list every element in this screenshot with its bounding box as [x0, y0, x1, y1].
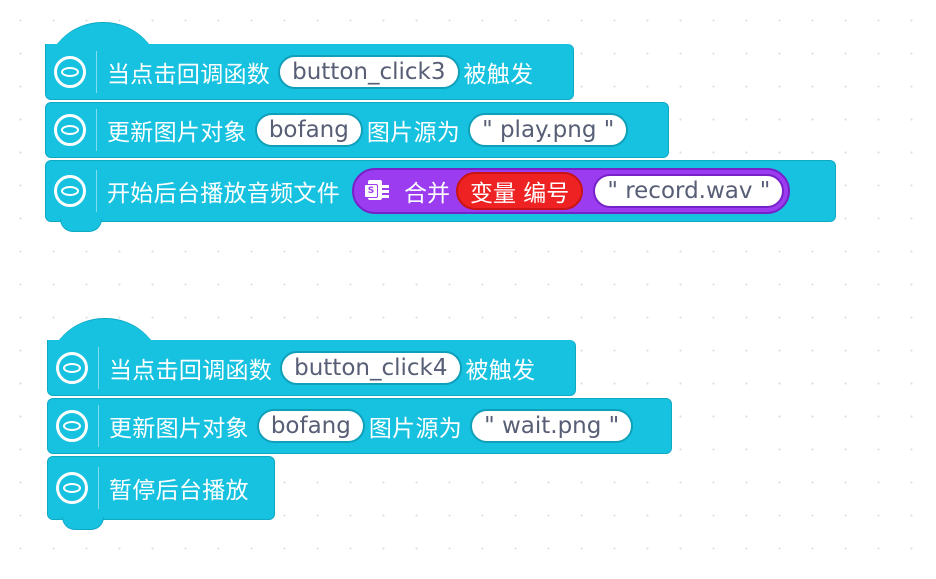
- control-category-icon: [54, 175, 86, 207]
- block-suffix: 被触发: [463, 61, 534, 88]
- block-label: 开始后台播放音频文件: [107, 181, 340, 207]
- block-label: 暂停后台播放: [109, 478, 249, 504]
- block-label: 更新图片对象: [107, 120, 247, 146]
- image-source-field[interactable]: " play.png ": [468, 113, 629, 147]
- update-image-block[interactable]: 更新图片对象 bofang 图片源为 " wait.png ": [47, 398, 672, 454]
- block-suffix: 被触发: [465, 357, 536, 384]
- when-callback-block[interactable]: 当点击回调函数 button_click3 被触发: [45, 44, 574, 100]
- variable-reporter[interactable]: 变量 编号: [456, 172, 584, 210]
- text-join-icon: S: [364, 179, 390, 203]
- block-mid-label: 图片源为: [368, 416, 463, 442]
- callback-name-field[interactable]: button_click4: [280, 350, 462, 385]
- separator: [98, 405, 99, 447]
- script-button-click4[interactable]: 当点击回调函数 button_click4 被触发 更新图片对象 bofang …: [47, 318, 672, 530]
- separator: [98, 346, 99, 389]
- block-notch: [60, 219, 102, 232]
- control-category-icon: [56, 472, 88, 504]
- join-reporter[interactable]: S 合并 变量 编号 " record.wav ": [352, 168, 791, 214]
- separator: [96, 109, 97, 151]
- separator: [96, 170, 97, 212]
- image-source-field[interactable]: " wait.png ": [470, 409, 634, 443]
- image-object-field[interactable]: bofang: [254, 113, 363, 147]
- block-label: 当点击回调函数: [109, 357, 273, 384]
- callback-name-field[interactable]: button_click3: [278, 54, 460, 89]
- control-category-icon: [54, 114, 86, 146]
- separator: [98, 467, 99, 509]
- separator: [96, 50, 97, 93]
- join-label: 合并: [404, 181, 450, 207]
- audio-file-field[interactable]: " record.wav ": [593, 174, 785, 208]
- control-category-icon: [54, 55, 86, 88]
- play-audio-block[interactable]: 开始后台播放音频文件 S 合并 变量 编号 " record.wav ": [45, 160, 836, 232]
- block-notch: [62, 517, 104, 530]
- update-image-block[interactable]: 更新图片对象 bofang 图片源为 " play.png ": [45, 102, 669, 158]
- block-mid-label: 图片源为: [366, 120, 461, 146]
- pause-audio-block[interactable]: 暂停后台播放: [47, 456, 275, 530]
- script-button-click3[interactable]: 当点击回调函数 button_click3 被触发 更新图片对象 bofang …: [45, 22, 836, 232]
- control-category-icon: [56, 410, 88, 442]
- block-label: 更新图片对象: [109, 416, 249, 442]
- block-label: 当点击回调函数: [107, 61, 271, 88]
- control-category-icon: [56, 351, 88, 384]
- image-object-field[interactable]: bofang: [256, 409, 365, 443]
- when-callback-block[interactable]: 当点击回调函数 button_click4 被触发: [47, 340, 576, 396]
